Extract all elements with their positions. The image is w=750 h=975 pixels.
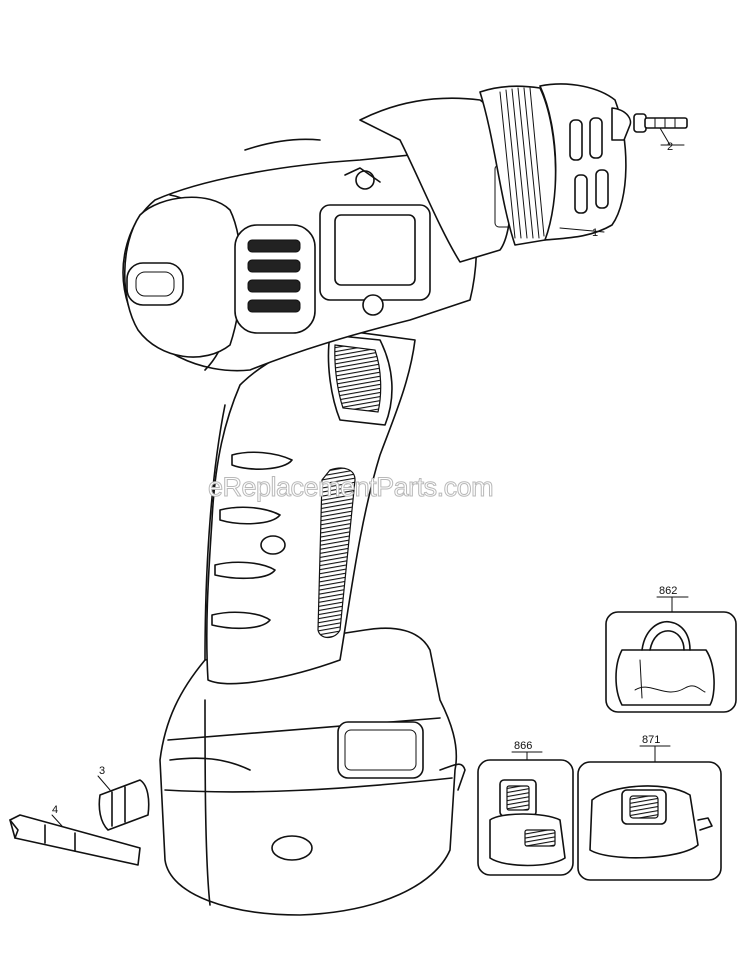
- callout-4: 4: [52, 804, 58, 816]
- callout-871: 871: [642, 734, 660, 746]
- callout-1: 1: [592, 227, 598, 239]
- drill-illustration: [122, 83, 632, 916]
- screwdriver-bit-part: [9, 814, 141, 866]
- callout-862: 862: [659, 585, 677, 597]
- screw-part: [633, 113, 688, 133]
- charger-part: [577, 761, 722, 881]
- vent-slots: [247, 239, 301, 313]
- watermark: eReplacementParts.com: [208, 472, 493, 502]
- callout-leaders: [51, 127, 689, 827]
- callout-866: 866: [514, 740, 532, 752]
- clutch-knurl: [499, 87, 545, 239]
- bag-part: [605, 611, 737, 713]
- battery-part: [477, 759, 574, 876]
- callout-2: 2: [667, 141, 673, 153]
- bit-holder-part: [98, 779, 150, 831]
- callout-3: 3: [99, 765, 105, 777]
